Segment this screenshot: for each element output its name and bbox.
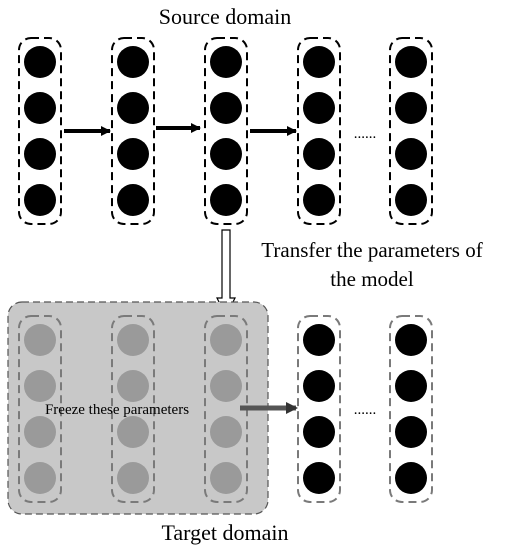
- target-layer-2-node-1: [395, 324, 427, 356]
- source-network: ......: [18, 37, 433, 225]
- target-ellipsis: ......: [354, 402, 377, 418]
- frozen-layer-1-node-1: [24, 324, 56, 356]
- source-layer-1-border: [18, 37, 62, 225]
- source-layer-4: [297, 37, 341, 225]
- frozen-layer-2-node-2: [117, 370, 149, 402]
- source-layer-5-border: [389, 37, 433, 225]
- target-layer-1-border: [297, 315, 341, 503]
- target-network: [18, 315, 433, 503]
- source-layer-5-node-4: [395, 184, 427, 216]
- source-layer-2-node-4: [117, 184, 149, 216]
- transfer-label-line2: the model: [330, 267, 414, 291]
- frozen-layer-2-node-1: [117, 324, 149, 356]
- target-layer-2-border: [389, 315, 433, 503]
- frozen-layer-3-node-2: [210, 370, 242, 402]
- target-layer-1-node-4: [303, 462, 335, 494]
- frozen-layer-2: [111, 315, 155, 503]
- target-layer-1-node-1: [303, 324, 335, 356]
- source-layer-2: [111, 37, 155, 225]
- source-layer-2-border: [111, 37, 155, 225]
- source-layer-3-border: [204, 37, 248, 225]
- frozen-layer-2-border: [111, 315, 155, 503]
- source-layer-4-border: [297, 37, 341, 225]
- target-layer-1-node-3: [303, 416, 335, 448]
- frozen-layer-3: [204, 315, 248, 503]
- transfer-label-line1: Transfer the parameters of: [261, 238, 482, 262]
- frozen-layer-3-node-1: [210, 324, 242, 356]
- source-domain-title: Source domain: [159, 4, 292, 29]
- frozen-layer-3-node-4: [210, 462, 242, 494]
- source-layer-5-node-1: [395, 46, 427, 78]
- source-layer-1: [18, 37, 62, 225]
- source-layer-5: [389, 37, 433, 225]
- source-layer-3: [204, 37, 248, 225]
- frozen-layer-3-node-3: [210, 416, 242, 448]
- source-layer-3-node-4: [210, 184, 242, 216]
- freeze-label: Freeze these parameters: [45, 402, 189, 418]
- source-layer-3-node-1: [210, 46, 242, 78]
- target-layer-2: [389, 315, 433, 503]
- source-layer-2-node-3: [117, 138, 149, 170]
- target-layer-1-node-2: [303, 370, 335, 402]
- target-layer-2-node-2: [395, 370, 427, 402]
- frozen-layer-2-node-3: [117, 416, 149, 448]
- frozen-layer-1-node-3: [24, 416, 56, 448]
- frozen-layer-1-border: [18, 315, 62, 503]
- frozen-layer-1-node-2: [24, 370, 56, 402]
- target-layer-1: [297, 315, 341, 503]
- source-layer-3-node-3: [210, 138, 242, 170]
- source-layer-4-node-4: [303, 184, 335, 216]
- frozen-layer-2-node-4: [117, 462, 149, 494]
- source-layer-1-node-4: [24, 184, 56, 216]
- source-layer-4-node-3: [303, 138, 335, 170]
- source-layer-1-node-1: [24, 46, 56, 78]
- source-layer-2-node-1: [117, 46, 149, 78]
- frozen-layer-1-node-4: [24, 462, 56, 494]
- target-layer-2-node-4: [395, 462, 427, 494]
- source-layer-5-node-3: [395, 138, 427, 170]
- frozen-layer-1: [18, 315, 62, 503]
- source-ellipsis: ......: [354, 126, 377, 142]
- source-layer-4-node-1: [303, 46, 335, 78]
- source-layer-4-node-2: [303, 92, 335, 124]
- target-layer-2-node-3: [395, 416, 427, 448]
- source-layer-1-node-3: [24, 138, 56, 170]
- source-layer-5-node-2: [395, 92, 427, 124]
- source-layer-3-node-2: [210, 92, 242, 124]
- source-layer-2-node-2: [117, 92, 149, 124]
- source-layer-1-node-2: [24, 92, 56, 124]
- target-domain-title: Target domain: [162, 520, 289, 545]
